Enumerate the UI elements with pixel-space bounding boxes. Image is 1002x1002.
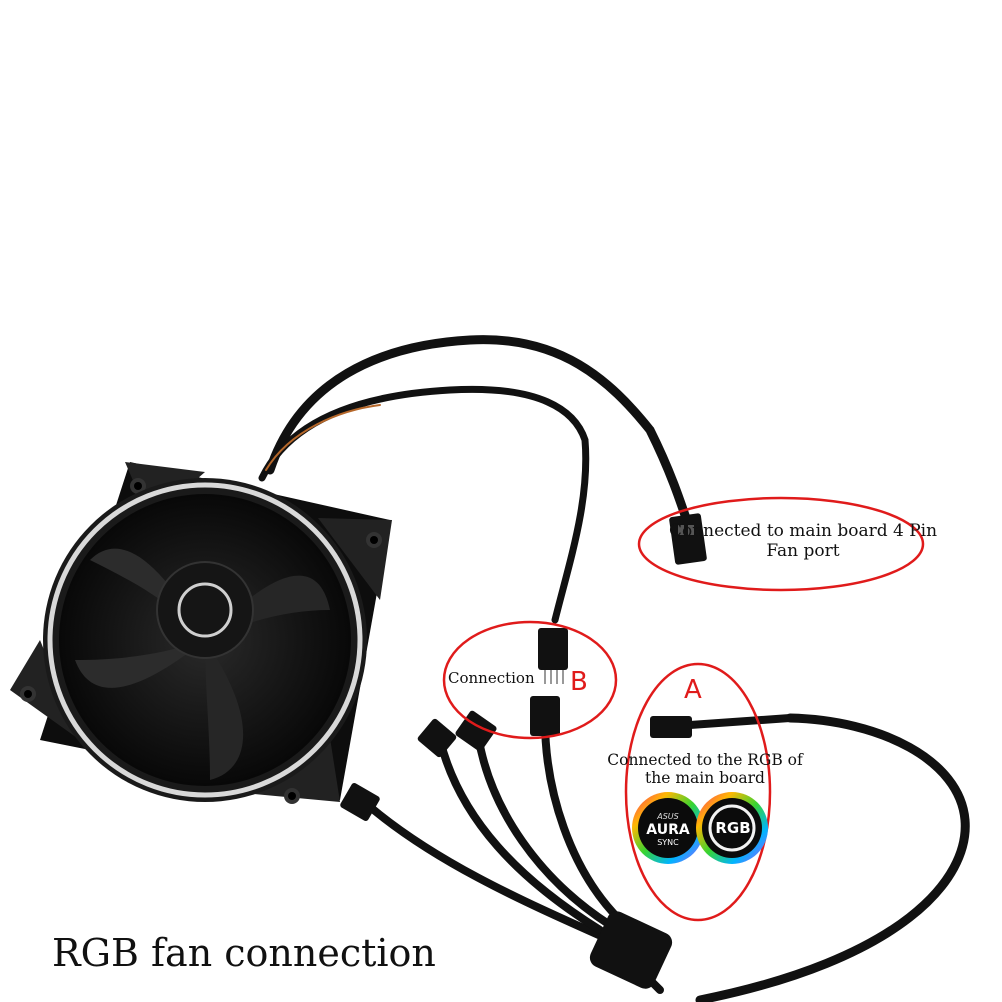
aura-sync-logo xyxy=(632,792,704,864)
splitter-cables xyxy=(358,713,970,1002)
sync-text: SYNC xyxy=(657,838,679,847)
rgb-mainboard-label: Connected to the RGB of the main board xyxy=(607,751,803,787)
connector-female-3 xyxy=(417,718,457,758)
callout-ovals xyxy=(442,496,925,922)
callout-fan-port xyxy=(637,496,925,592)
callout-b xyxy=(442,620,618,740)
fan-cables xyxy=(258,335,695,624)
rgb-logo xyxy=(696,792,768,864)
connector-female-1 xyxy=(530,696,560,736)
callout-b-letter: B xyxy=(570,667,588,697)
aura-text: AURA xyxy=(646,822,690,838)
connector-female-4 xyxy=(340,782,380,822)
connection-label: Connection xyxy=(448,669,535,687)
connector-female-2 xyxy=(455,710,497,752)
callout-a-letter: A xyxy=(684,675,702,705)
rgb-fan xyxy=(10,462,392,804)
caption: RGB fan connection xyxy=(52,931,436,975)
splitter-hub xyxy=(589,911,673,989)
callout-a xyxy=(624,662,772,922)
connector-4pin xyxy=(669,513,707,565)
aura-brand-text: ASUS xyxy=(657,812,679,821)
connector-b-male xyxy=(538,628,568,684)
connector-a xyxy=(650,716,692,738)
rgb-logo-text: RGB xyxy=(715,819,751,837)
fan-port-label: Connected to main board 4 Pin Fan port xyxy=(668,521,938,561)
